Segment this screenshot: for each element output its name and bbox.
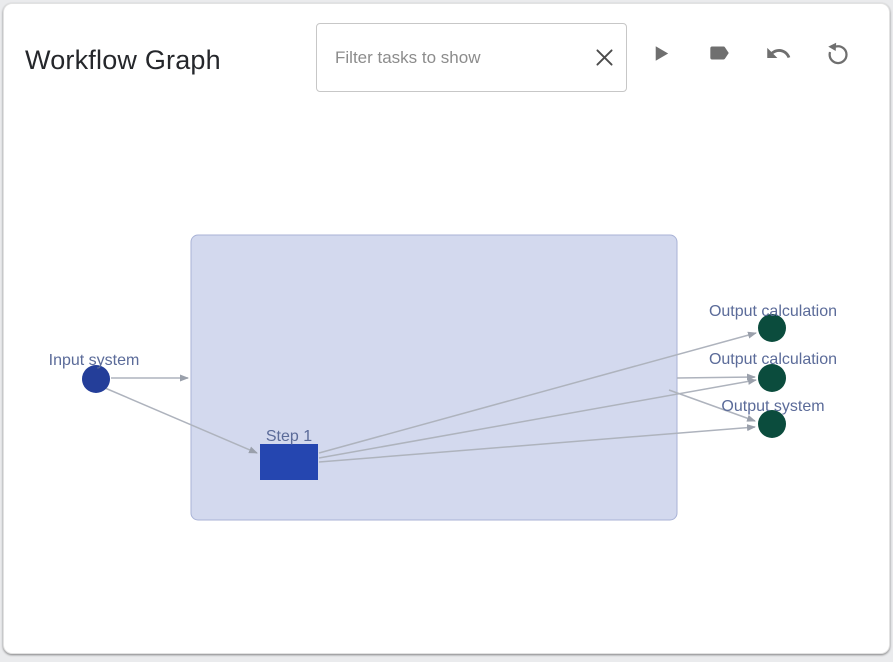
node-label-step-1: Step 1	[266, 428, 312, 445]
reset-icon	[828, 42, 849, 64]
edge-cluster-to-output-system	[668, 389, 756, 422]
node-input-system[interactable]	[82, 365, 110, 393]
graph-toolbar	[644, 37, 854, 69]
node-step-1[interactable]	[260, 444, 318, 480]
clear-filter-button[interactable]	[582, 24, 626, 91]
node-output-calculation-2[interactable]	[758, 364, 786, 392]
filter-tasks-box[interactable]	[316, 23, 627, 92]
node-output-calculation-1[interactable]	[758, 314, 786, 342]
edge-step-1-to-output-system	[318, 424, 756, 463]
node-label-output-calculation-1: Output calculation	[709, 303, 837, 320]
play-button[interactable]	[644, 37, 676, 69]
tag-icon	[710, 46, 730, 60]
play-icon	[655, 45, 668, 61]
node-output-system[interactable]	[758, 410, 786, 438]
edge-input-system-to-step-1	[104, 387, 258, 454]
node-label-output-system: Output system	[721, 398, 824, 415]
node-label-output-calculation-2: Output calculation	[709, 351, 837, 368]
close-icon	[595, 49, 613, 66]
edge-cluster-to-output-calculation-2	[676, 373, 756, 381]
undo-icon	[767, 47, 791, 58]
undo-button[interactable]	[763, 37, 795, 69]
reset-button[interactable]	[822, 37, 854, 69]
edge-step-1-to-output-calculation-2	[318, 377, 757, 459]
workflow-graph-panel: Workflow Graph	[3, 3, 890, 654]
page-title: Workflow Graph	[25, 45, 221, 75]
filter-tasks-input[interactable]	[317, 47, 582, 68]
edge-step-1-to-output-calculation-1	[318, 331, 757, 454]
node-label-input-system: Input system	[49, 352, 140, 369]
tag-button[interactable]	[703, 37, 735, 69]
